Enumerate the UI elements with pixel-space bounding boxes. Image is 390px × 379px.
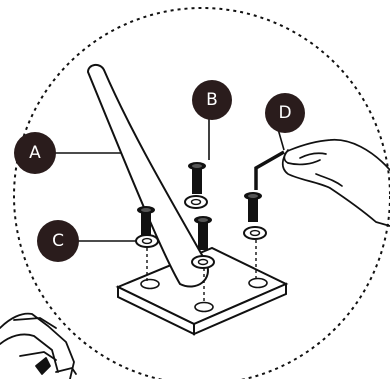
plate-hole-right bbox=[248, 277, 268, 289]
callout-a-label: A bbox=[29, 143, 41, 163]
callout-d: D bbox=[265, 93, 305, 133]
allen-key bbox=[254, 150, 285, 190]
callout-a: A bbox=[14, 132, 56, 174]
bolt-left bbox=[137, 206, 155, 238]
callout-c: C bbox=[37, 220, 79, 262]
bolt-top bbox=[188, 162, 206, 194]
bolt-center bbox=[194, 216, 212, 250]
washer-top bbox=[184, 195, 208, 209]
washer-right bbox=[243, 226, 267, 240]
callout-b-label: B bbox=[206, 90, 218, 110]
base-plate bbox=[115, 246, 289, 336]
callout-c-label: C bbox=[52, 231, 64, 251]
washer-left bbox=[135, 234, 159, 248]
leg bbox=[86, 64, 209, 288]
hand bbox=[281, 138, 390, 227]
detail-circle bbox=[13, 7, 390, 379]
plate-hole-front bbox=[194, 301, 214, 313]
plate-hole-left bbox=[140, 278, 160, 290]
callout-d-label: D bbox=[278, 103, 291, 123]
callout-b: B bbox=[192, 80, 232, 120]
chair-base-fragment bbox=[0, 312, 77, 379]
leader-lines bbox=[52, 115, 285, 242]
alignment-lines bbox=[146, 240, 257, 304]
bolt-right bbox=[244, 192, 262, 222]
